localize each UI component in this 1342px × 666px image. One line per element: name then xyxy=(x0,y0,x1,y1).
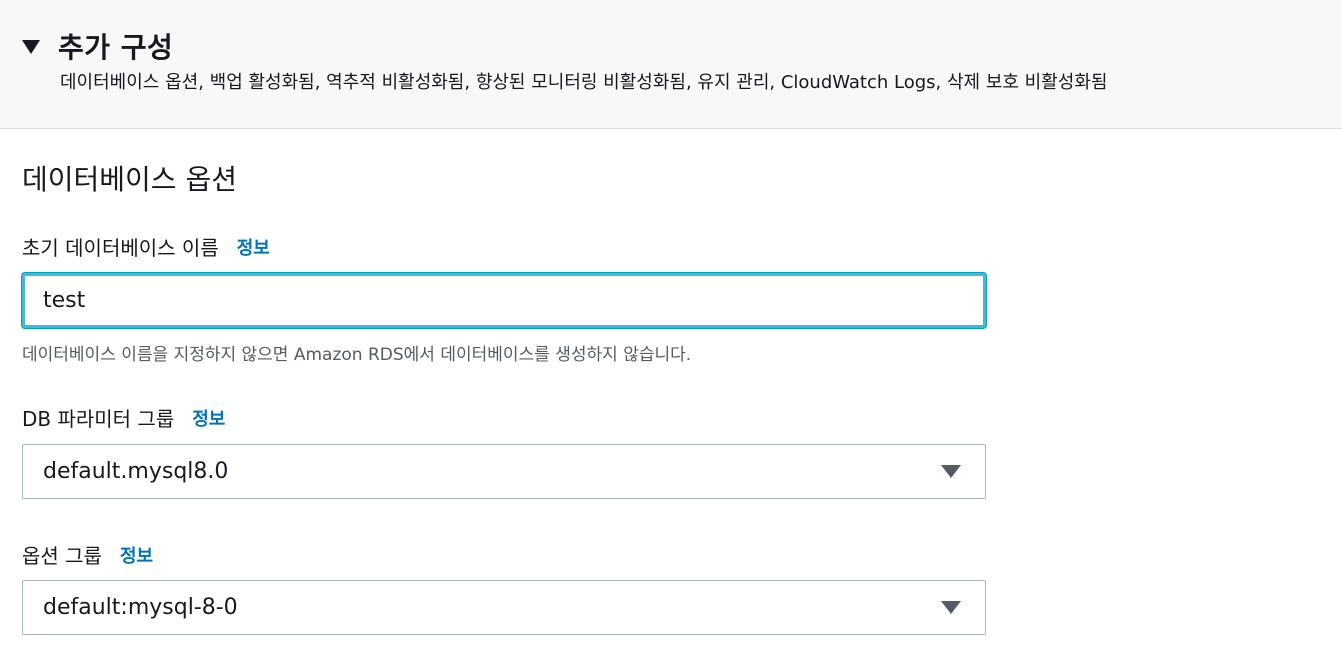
option-group-info-link[interactable]: 정보 xyxy=(119,545,154,567)
expand-toggle[interactable]: 추가 구성 xyxy=(22,26,173,66)
option-group-label-text: 옵션 그룹 xyxy=(22,544,102,568)
db-parameter-group-label: DB 파라미터 그룹 정보 xyxy=(22,403,225,432)
initial-db-name-label-text: 초기 데이터베이스 이름 xyxy=(22,236,219,260)
caret-down-icon[interactable] xyxy=(22,40,40,54)
option-group-label: 옵션 그룹 정보 xyxy=(22,540,153,569)
initial-db-name-value[interactable]: test xyxy=(43,288,86,313)
initial-db-name-info-link[interactable]: 정보 xyxy=(236,237,270,259)
db-parameter-group-value[interactable]: default.mysql8.0 xyxy=(43,459,229,484)
db-parameter-group-select[interactable]: default.mysql8.0 xyxy=(22,444,986,499)
initial-db-name-hint: 데이터베이스 이름을 지정하지 않으면 Amazon RDS에서 데이터베이스를… xyxy=(22,345,692,365)
panel-title[interactable]: 추가 구성 xyxy=(58,31,174,64)
db-parameter-group-info-link[interactable]: 정보 xyxy=(192,408,226,430)
additional-config-header: 추가 구성 데이터베이스 옵션, 백업 활성화됨, 역추적 비활성화됨, 향상된… xyxy=(0,0,1342,129)
initial-db-name-input[interactable]: test xyxy=(22,273,986,328)
option-group-value[interactable]: default:mysql-8-0 xyxy=(43,595,238,620)
panel-description: 데이터베이스 옵션, 백업 활성화됨, 역추적 비활성화됨, 향상된 모니터링 … xyxy=(60,72,1108,93)
db-parameter-group-label-text: DB 파라미터 그룹 xyxy=(22,407,175,431)
section-title: 데이터베이스 옵션 xyxy=(22,163,237,196)
dropdown-triangle-icon[interactable] xyxy=(941,601,961,614)
option-group-select[interactable]: default:mysql-8-0 xyxy=(22,580,986,635)
dropdown-triangle-icon[interactable] xyxy=(941,465,961,478)
initial-db-name-label: 초기 데이터베이스 이름 정보 xyxy=(22,232,270,261)
